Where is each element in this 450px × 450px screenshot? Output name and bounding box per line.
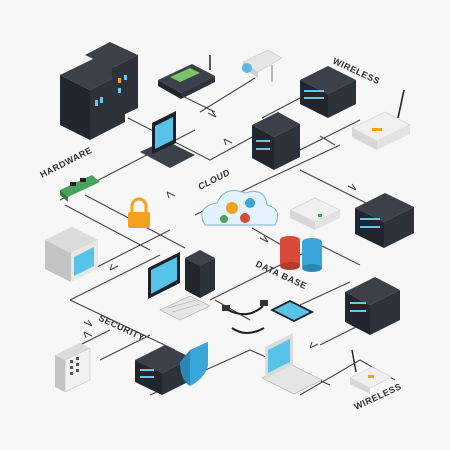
rack-server-icon[interactable] xyxy=(345,277,400,335)
security-camera-icon[interactable] xyxy=(242,49,283,82)
label-cloud: CLOUD xyxy=(196,167,231,192)
rack-server-icon[interactable] xyxy=(252,112,300,170)
shield-icon[interactable] xyxy=(180,342,208,386)
network-switch-icon[interactable] xyxy=(289,197,341,230)
flow-arrows xyxy=(83,110,357,349)
crt-monitor-icon[interactable] xyxy=(45,227,98,282)
keyboard-icon[interactable] xyxy=(159,295,211,321)
smartphone-icon[interactable] xyxy=(270,300,314,322)
usb-cable-icon[interactable] xyxy=(222,300,268,334)
keypad-icon[interactable] xyxy=(55,343,91,393)
laptop-icon[interactable] xyxy=(261,333,323,395)
laptop-icon[interactable] xyxy=(140,111,195,168)
modem-icon[interactable] xyxy=(158,55,215,99)
cloud-gears-icon[interactable] xyxy=(201,190,279,226)
padlock-icon[interactable] xyxy=(128,197,150,228)
rack-server-icon[interactable] xyxy=(355,193,414,248)
wifi-router-icon[interactable] xyxy=(351,89,411,150)
desktop-computer-icon[interactable] xyxy=(148,250,215,299)
label-hardware: HARDWARE xyxy=(38,145,93,180)
circuit-board-icon[interactable] xyxy=(60,175,100,202)
rack-server-icon[interactable] xyxy=(300,66,356,118)
wifi-router-icon[interactable] xyxy=(349,349,393,394)
label-security: SECURITY xyxy=(97,313,146,343)
database-cylinders-icon[interactable] xyxy=(280,236,322,272)
server-tower-icon[interactable] xyxy=(60,42,138,140)
